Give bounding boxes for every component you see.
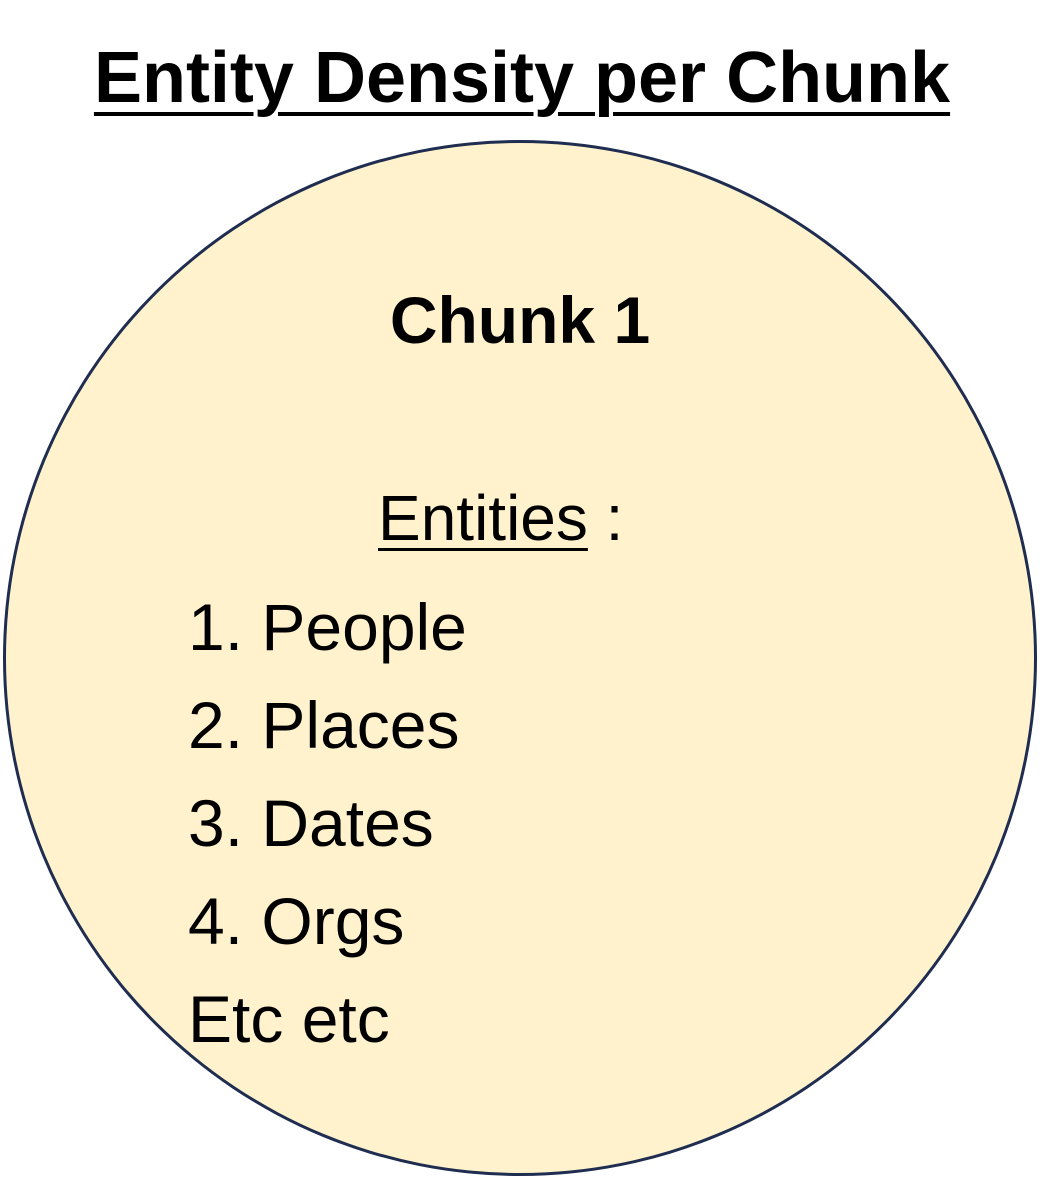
chunk-circle xyxy=(3,140,1037,1176)
entities-heading: Entities : xyxy=(378,480,623,556)
list-item: 3. Dates xyxy=(188,786,434,860)
entities-suffix: : xyxy=(587,482,624,554)
chunk-title: Chunk 1 xyxy=(389,283,651,357)
diagram-title: Entity Density per Chunk xyxy=(0,36,1044,120)
list-item: 1. People xyxy=(188,590,467,664)
list-item: 4. Orgs xyxy=(188,884,405,958)
diagram-title-text: Entity Density per Chunk xyxy=(93,38,951,118)
list-item: 2. Places xyxy=(188,688,460,762)
entities-label: Entities xyxy=(378,482,588,554)
list-item: Etc etc xyxy=(188,982,390,1056)
entity-list: 1. People 2. Places 3. Dates 4. Orgs Etc… xyxy=(188,578,467,1068)
